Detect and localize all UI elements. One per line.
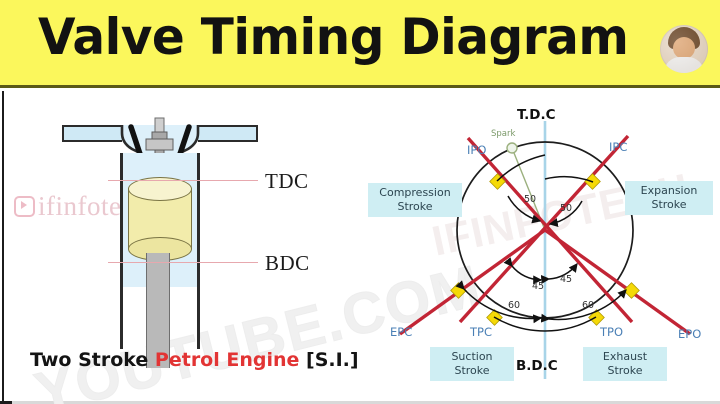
caption-suffix: [S.I.] (299, 349, 359, 371)
tdc-reference-line (108, 180, 258, 181)
frame-left-border (2, 91, 4, 404)
avatar (660, 25, 708, 73)
stroke-box-expansion-line2: Stroke (651, 198, 687, 211)
epc-label: EPC (390, 325, 413, 339)
stroke-box-exhaust: Exhaust Stroke (583, 347, 667, 381)
intake-pipe-left (62, 125, 122, 142)
timing-diagram-svg (399, 121, 691, 379)
epo-label: EPO (678, 327, 702, 341)
intake-pipe-right (198, 125, 258, 142)
stroke-box-suction: Suction Stroke (430, 347, 514, 381)
marker-epo (623, 282, 640, 299)
arc-60-left (455, 280, 543, 324)
engine-caption: Two Stroke Petrol Engine [S.I.] (30, 349, 359, 371)
arc-bottom-outer (493, 316, 597, 332)
stroke-box-suction-line1: Suction (451, 350, 493, 363)
cylinder-wall-right (197, 153, 200, 349)
avatar-shading (660, 25, 708, 73)
stroke-box-compression-line2: Stroke (397, 200, 433, 213)
stroke-box-compression-line1: Compression (379, 186, 451, 199)
ipo-label: IPO (467, 143, 487, 157)
piston-crown (128, 177, 192, 201)
stroke-box-exhaust-line2: Stroke (607, 364, 643, 377)
caption-prefix: Two Stroke (30, 349, 155, 371)
angle-50-right: 50 (560, 203, 573, 214)
stroke-box-exhaust-line1: Exhaust (602, 350, 648, 363)
angle-60-left: 60 (508, 300, 521, 311)
angle-50-left: 50 (524, 194, 537, 205)
spark-label: Spark (491, 129, 516, 139)
angle-45-right: 45 (560, 274, 573, 285)
bdc-bottom-label: B.D.C (516, 358, 558, 374)
valve-timing-chart: T.D.C B.D.C Spark IPO IPC EPC TPC TPO EP… (360, 91, 720, 404)
caption-highlight: Petrol Engine (154, 349, 300, 371)
stroke-box-compression: Compression Stroke (368, 183, 462, 217)
frame-bottom-border (0, 401, 720, 404)
tpo-label: TPO (600, 325, 624, 339)
frame-bottom-corner (0, 401, 12, 404)
tdc-label: TDC (265, 169, 309, 193)
ipc-label: IPC (609, 140, 628, 154)
connecting-rod (146, 253, 170, 368)
arc-tdc-ipc (544, 176, 594, 183)
angle-45-left: 45 (532, 281, 545, 292)
cylinder-wall-left (120, 153, 123, 349)
angle-60-right: 60 (582, 300, 595, 311)
ray-epo (544, 228, 691, 336)
arc-ipo-tdc (496, 154, 546, 182)
avatar-body (664, 57, 704, 73)
arc-45-right (540, 263, 578, 284)
avatar-face (673, 37, 695, 59)
stroke-box-expansion: Expansion Stroke (625, 181, 713, 215)
stroke-box-expansion-line1: Expansion (640, 184, 698, 197)
arc-45-left (503, 257, 543, 285)
arc-50-left (507, 195, 542, 224)
arc-50-right (548, 200, 583, 228)
page-header: Valve Timing Diagram (0, 0, 720, 88)
spark-marker (506, 142, 518, 154)
arc-60-right (540, 289, 627, 323)
content-area: YOUTUBE.COM IFINFOTECH ifinfotech shubha… (0, 91, 720, 404)
stroke-box-suction-line2: Stroke (454, 364, 490, 377)
tpc-label: TPC (470, 325, 492, 339)
tdc-top-label: T.D.C (517, 107, 556, 123)
ray-ipo-tpo (466, 136, 634, 324)
bdc-label: BDC (265, 251, 310, 275)
page-title: Valve Timing Diagram (38, 8, 629, 66)
engine-cross-section: TDC BDC (0, 91, 358, 404)
bdc-reference-line (108, 262, 258, 263)
